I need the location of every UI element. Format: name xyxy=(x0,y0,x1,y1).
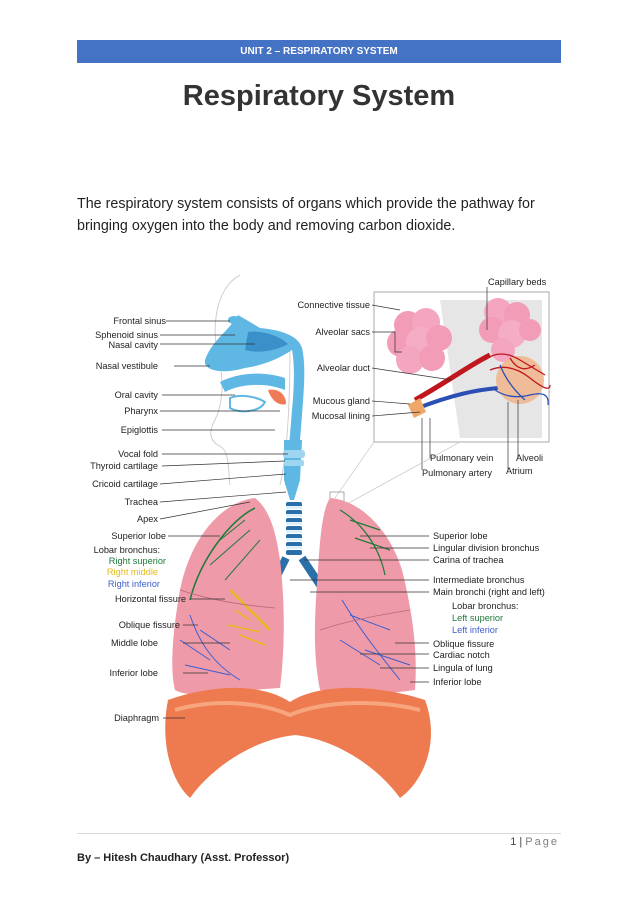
label-superior-lobe-right: Superior lobe xyxy=(111,531,166,541)
label-alveoli: Alveoli xyxy=(516,453,543,463)
label-superior-lobe-left: Superior lobe xyxy=(433,531,488,541)
label-capillary-beds: Capillary beds xyxy=(488,277,547,287)
intro-paragraph: The respiratory system consists of organ… xyxy=(77,196,535,234)
page-number-separator: | xyxy=(519,836,523,848)
label-right-middle: Right middle xyxy=(107,567,158,577)
label-lobar-bronchus-right: Lobar bronchus: xyxy=(94,545,160,555)
label-left-superior: Left superior xyxy=(452,613,503,623)
label-epiglottis: Epiglottis xyxy=(121,425,159,435)
right-lung-shape xyxy=(172,498,284,695)
label-trachea: Trachea xyxy=(125,497,159,507)
label-intermediate-bronchus: Intermediate bronchus xyxy=(433,575,525,585)
diaphragm-shape xyxy=(165,687,431,798)
label-oblique-fissure-right: Oblique fissure xyxy=(119,620,180,630)
left-lung-shape xyxy=(314,498,416,694)
label-main-bronchi: Main bronchi (right and left) xyxy=(433,587,545,597)
header-text: UNIT 2 – RESPIRATORY SYSTEM xyxy=(240,46,398,57)
label-lobar-bronchus-left: Lobar bronchus: xyxy=(452,601,518,611)
footer-divider xyxy=(77,833,561,834)
label-right-inferior: Right inferior xyxy=(108,579,160,589)
label-middle-lobe: Middle lobe xyxy=(111,638,158,648)
label-pharynx: Pharynx xyxy=(124,406,158,416)
author-credit: By – Hitesh Chaudhary (Asst. Professor) xyxy=(77,852,290,864)
label-sphenoid-sinus: Sphenoid sinus xyxy=(95,330,158,340)
label-cricoid-cartilage: Cricoid cartilage xyxy=(92,479,158,489)
label-carina-of-trachea: Carina of trachea xyxy=(433,555,504,565)
label-thyroid-cartilage: Thyroid cartilage xyxy=(90,461,158,471)
page-word: Page xyxy=(525,836,559,848)
label-horizontal-fissure: Horizontal fissure xyxy=(115,594,186,604)
label-mucosal-lining: Mucosal lining xyxy=(312,411,370,421)
label-apex: Apex xyxy=(137,514,158,524)
label-pulmonary-vein: Pulmonary vein xyxy=(430,453,493,463)
label-vocal-fold: Vocal fold xyxy=(118,449,158,459)
label-frontal-sinus: Frontal sinus xyxy=(113,316,166,326)
label-oblique-fissure-left: Oblique fissure xyxy=(433,639,494,649)
header-bar: UNIT 2 – RESPIRATORY SYSTEM xyxy=(77,40,561,63)
upper-airway-shape xyxy=(204,315,305,485)
label-atrium: Atrium xyxy=(506,466,533,476)
label-diaphragm: Diaphragm xyxy=(114,713,159,723)
page-title: Respiratory System xyxy=(182,80,456,112)
label-oral-cavity: Oral cavity xyxy=(115,390,159,400)
label-nasal-cavity: Nasal cavity xyxy=(108,340,158,350)
label-right-superior: Right superior xyxy=(109,556,166,566)
label-mucous-gland: Mucous gland xyxy=(313,396,370,406)
label-connective-tissue: Connective tissue xyxy=(297,300,370,310)
alveolar-sacs-shape xyxy=(387,298,541,374)
label-left-inferior: Left inferior xyxy=(452,625,498,635)
label-nasal-vestibule: Nasal vestibule xyxy=(96,361,158,371)
label-alveolar-duct: Alveolar duct xyxy=(317,363,371,373)
label-inferior-lobe-right: Inferior lobe xyxy=(109,668,158,678)
page-number: 1 | Page xyxy=(510,836,559,848)
label-inferior-lobe-left: Inferior lobe xyxy=(433,677,482,687)
label-lingular-division-bronchus: Lingular division bronchus xyxy=(433,543,540,553)
page-number-value: 1 xyxy=(510,836,517,848)
capillary-network xyxy=(413,352,551,410)
label-pulmonary-artery: Pulmonary artery xyxy=(422,468,492,478)
respiratory-diagram: Frontal sinus Sphenoid sinus Nasal cavit… xyxy=(90,274,551,798)
label-lingula-of-lung: Lingula of lung xyxy=(433,663,493,673)
label-alveolar-sacs: Alveolar sacs xyxy=(315,327,370,337)
label-cardiac-notch: Cardiac notch xyxy=(433,650,490,660)
